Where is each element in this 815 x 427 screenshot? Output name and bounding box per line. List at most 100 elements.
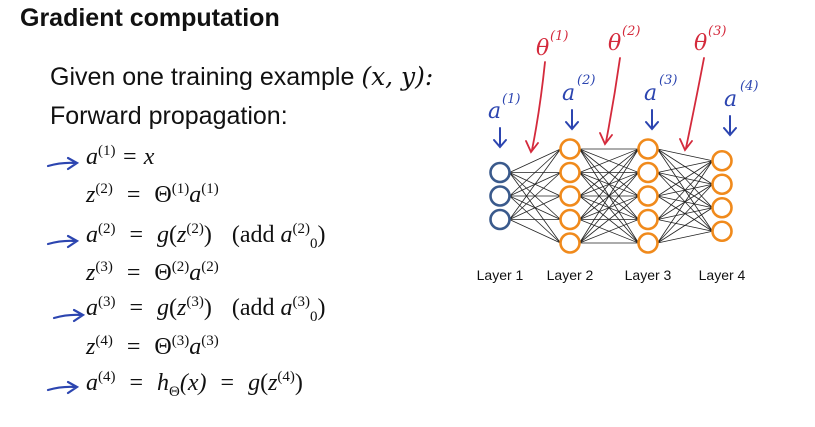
eq3-g-sup: (2)	[186, 221, 204, 237]
neuron-layer2-unit2	[559, 161, 581, 184]
layer-label-4: Layer 4	[699, 267, 746, 283]
eq7-h-sub: Θ	[169, 383, 180, 400]
eq6-var-sup: (3)	[201, 333, 219, 349]
down-arrow-icon	[645, 109, 659, 131]
eq3-lhs: a	[86, 222, 98, 248]
neuron-layer2-unit3	[559, 185, 581, 207]
eq6-var: a	[189, 334, 202, 360]
eq2-lhs-sup: (2)	[95, 181, 113, 197]
eq2-var: a	[189, 182, 202, 208]
slide-title: Gradient computation	[20, 4, 280, 32]
network-edge	[579, 219, 639, 244]
theta-label-3: θ	[694, 31, 707, 56]
neuron-layer3-unit2	[637, 161, 659, 184]
activation-label-3: a	[644, 81, 657, 106]
theta-label-1: θ	[536, 36, 549, 61]
down-arrow-icon	[723, 115, 737, 137]
hand-arrow-icon	[46, 234, 80, 249]
network-edge	[657, 160, 713, 173]
activation-label-4: a	[724, 87, 737, 112]
hand-arrow-icon	[52, 308, 86, 323]
theta-arrow-icon	[599, 57, 621, 146]
network-edge	[509, 148, 561, 173]
network-edge	[657, 160, 713, 197]
eq6-lhs-sup: (4)	[95, 333, 113, 349]
theta-arrow-icon	[525, 61, 546, 154]
network-edge	[509, 148, 561, 197]
down-arrow-icon	[493, 127, 507, 149]
network-edge	[579, 148, 639, 173]
layer-labels: Layer 1 Layer 2 Layer 3 Layer 4	[477, 267, 746, 283]
network-edge	[657, 148, 713, 162]
eq7-h: h	[157, 370, 170, 396]
neuron-layer3-unit3	[637, 185, 659, 207]
eq6-theta-sup: (3)	[171, 333, 190, 349]
network-edges	[509, 148, 713, 244]
eq5-g-sup: (3)	[186, 294, 204, 310]
neuron-layer4-unit1	[711, 149, 733, 172]
equation-4: z(3) = Θ(2)a(2)	[86, 259, 219, 287]
eq5-a0-sup: (3)	[292, 294, 311, 310]
activation-label-1-sup: (1)	[502, 92, 520, 107]
eq5-lhs: a	[86, 295, 98, 321]
neuron-layer1-unit2	[489, 185, 511, 207]
neuron-layer1-unit1	[489, 161, 511, 184]
eq2-lhs: z	[86, 182, 96, 208]
hand-arrow-icon	[46, 380, 80, 395]
given-pair: (x, y):	[361, 62, 434, 91]
network-edge	[509, 195, 561, 220]
eq1-rhs: = x	[121, 144, 155, 170]
eq4-lhs-sup: (3)	[95, 259, 113, 275]
equation-3: a(2) = g(z(2)) (add a(2)0)	[86, 221, 326, 252]
down-arrow-icon	[565, 109, 579, 131]
activation-label-2: a	[562, 81, 575, 106]
network-edge	[657, 230, 713, 244]
neuron-layer2-unit4	[559, 208, 581, 231]
network-edge	[579, 172, 639, 244]
network-edge	[509, 172, 561, 220]
layer-label-2: Layer 2	[547, 267, 594, 283]
eq7-lhs: a	[86, 370, 98, 396]
activation-label-2-sup: (2)	[577, 73, 595, 88]
activation-annotations: a (1) a (2) a (3) a (4)	[488, 73, 758, 149]
neuron-layer4-unit2	[711, 173, 733, 196]
eq1-lhs: a	[86, 144, 98, 170]
equation-6: z(4) = Θ(3)a(3)	[86, 333, 219, 361]
layer-label-1: Layer 1	[477, 267, 524, 283]
forward-heading: Forward propagation:	[50, 102, 288, 130]
theta-arrow-icon	[679, 57, 705, 152]
eq3-g-arg: z	[177, 222, 187, 248]
layer-label-3: Layer 3	[625, 267, 672, 283]
network-edge	[579, 195, 639, 244]
hand-arrow-icon	[46, 156, 80, 171]
neuron-layer4-unit4	[711, 220, 733, 243]
equation-5: a(3) = g(z(3)) (add a(3)0)	[86, 294, 326, 325]
eq3-a0-sup: (2)	[292, 221, 311, 237]
eq4-theta-sup: (2)	[171, 259, 190, 275]
theta-label-2: θ	[608, 31, 621, 56]
theta-label-3-sup: (3)	[708, 24, 726, 39]
equation-2: z(2) = Θ(1)a(1)	[86, 181, 219, 209]
given-line: Given one training example (x, y):	[50, 62, 433, 92]
neuron-layer3-unit5	[637, 232, 659, 254]
eq4-var: a	[189, 260, 202, 286]
eq2-theta-sup: (1)	[171, 181, 190, 197]
eq3-a0-sub: 0	[310, 235, 318, 252]
neuron-layer1-unit3	[489, 208, 511, 231]
activation-label-1: a	[488, 99, 501, 124]
network-edge	[657, 160, 713, 244]
neuron-layer2-unit1	[559, 138, 581, 160]
neuron-layer3-unit1	[637, 138, 659, 160]
eq7-lhs-sup: (4)	[98, 369, 116, 385]
eq7-h-arg: (x)	[179, 370, 207, 396]
given-text: Given one training example	[50, 63, 355, 91]
eq4-theta: Θ	[154, 260, 172, 286]
network-edge	[579, 148, 639, 197]
equation-1: a(1) = x	[86, 144, 154, 171]
eq5-a0-sub: 0	[310, 308, 318, 325]
eq7-g-arg: z	[268, 370, 278, 396]
network-edge	[509, 219, 561, 244]
eq6-theta: Θ	[154, 334, 172, 360]
eq5-add: (add	[231, 295, 275, 321]
